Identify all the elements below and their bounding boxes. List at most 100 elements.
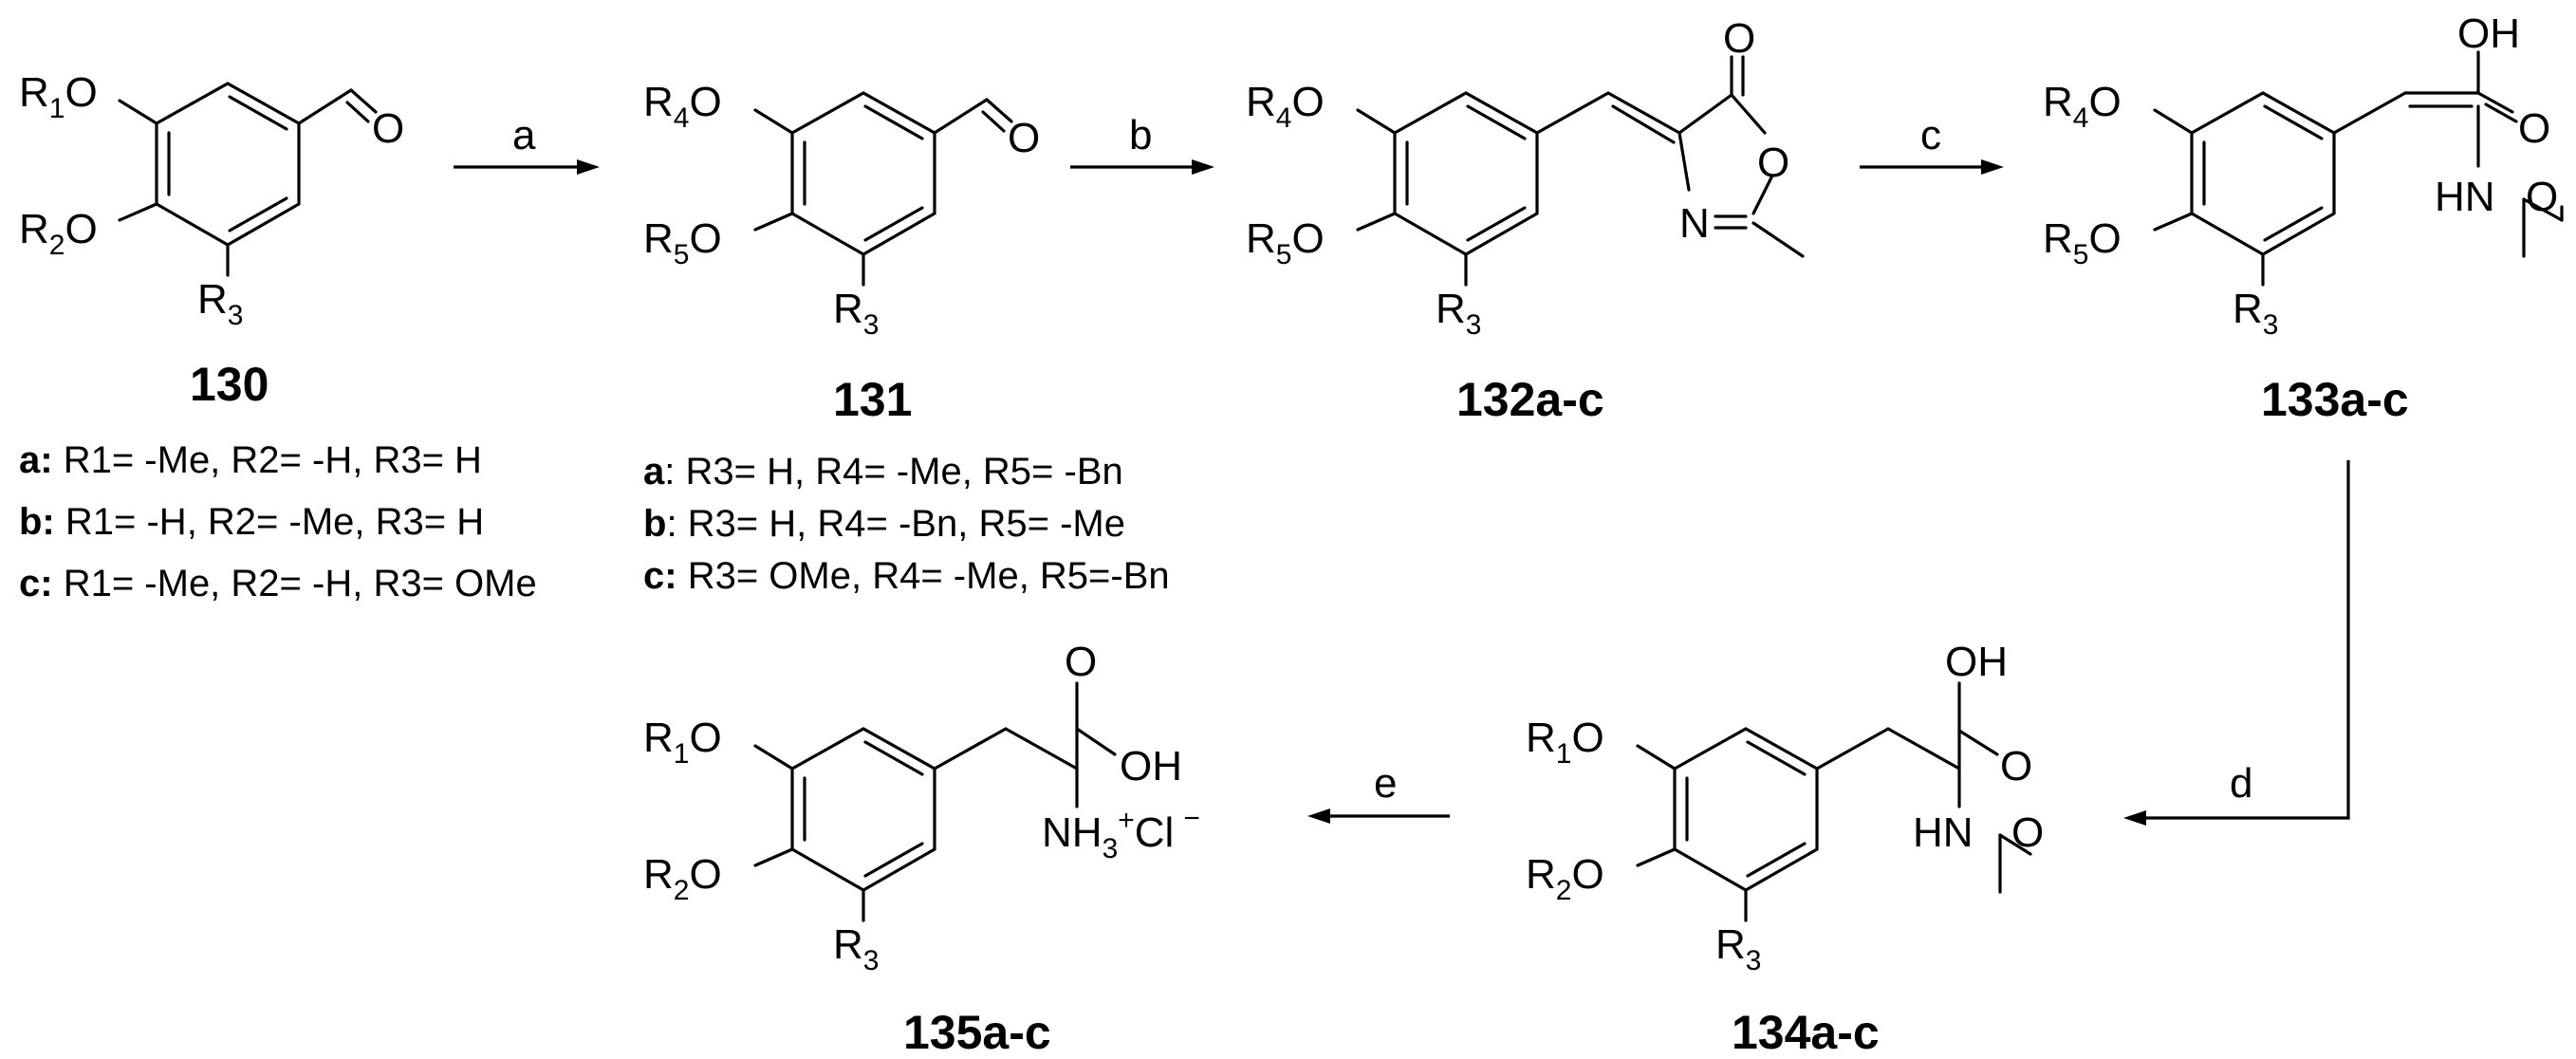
r3-label: R3: [2233, 286, 2278, 341]
r1-o-label: R1O: [643, 715, 722, 770]
ring-double-bond: [2263, 104, 2324, 140]
carbonyl-o-label: O: [1065, 639, 1097, 685]
o-bond: [118, 99, 158, 125]
compound-label-131: 131: [833, 373, 912, 426]
ch2-bond: [933, 727, 1008, 771]
oxazolone-bond: [1677, 93, 1733, 135]
compound-131-structure: R4O R5O R3 O: [643, 79, 1040, 341]
r1-o-label: R1O: [1526, 715, 1604, 770]
ring-double-bond: [863, 740, 924, 776]
acid-carbonyl: [2476, 91, 2514, 114]
reagent-d: d: [2230, 760, 2252, 807]
benzene-ring: [1673, 727, 1819, 892]
r4-o-label: R4O: [1246, 79, 1325, 134]
aldehyde-bond: [349, 88, 378, 114]
r5-o-label: R5O: [643, 215, 722, 270]
acid-carbonyl: [1957, 729, 1999, 756]
benzene-ring: [155, 82, 301, 247]
substituents-131: a: R3= H, R4= -Me, R5= -Bn b: R3= H, R4=…: [643, 451, 1170, 597]
compound-label-135: 135a-c: [903, 1006, 1051, 1059]
o-bond: [753, 212, 794, 232]
r3-label: R3: [833, 921, 879, 976]
sub-row: a: R3= H, R4= -Me, R5= -Bn: [643, 451, 1123, 492]
aldehyde-bond: [985, 98, 1013, 123]
r1-o-label: R1O: [19, 69, 98, 124]
oxazolone-bond: [1677, 131, 1691, 192]
ring-double-bond: [863, 104, 924, 140]
compound-134-structure: R1O R2O R3 OH O HN O: [1526, 639, 2044, 976]
sub-row: b: R1= -H, R2= -Me, R3= H: [19, 501, 484, 543]
aldehyde-bond: [297, 88, 353, 125]
o-bond: [118, 202, 158, 222]
r5-o-label: R5O: [1246, 215, 1325, 270]
reagent-b: b: [1129, 112, 1152, 158]
sub-row: c: R1= -Me, R2= -H, R3= OMe: [19, 563, 537, 604]
o-bond: [2153, 212, 2194, 232]
r3-label: R3: [1715, 921, 1761, 976]
acid-o-label: O: [2000, 743, 2032, 790]
benzene-ring: [2190, 91, 2336, 256]
ring-double-bond: [1466, 104, 1527, 140]
arrow-b: [1070, 159, 1214, 175]
oh-label: OH: [1120, 743, 1182, 790]
sub-row: a: R1= -Me, R2= -H, R3= H: [19, 439, 482, 481]
r3-label: R3: [833, 286, 879, 341]
o-bond: [1636, 847, 1677, 867]
compound-label-134: 134a-c: [1732, 1006, 1880, 1059]
acid-carbonyl: [2484, 102, 2518, 123]
hn-label: HN: [2435, 174, 2495, 220]
compound-130-structure: R1O R2O R3 O: [19, 69, 404, 331]
ring-double-bond: [1746, 740, 1807, 776]
compound-133-structure: R4O R5O R3 OH O HN O: [2043, 10, 2564, 341]
exocyclic-double-bond: [1611, 104, 1676, 144]
acid-o-label: O: [2518, 105, 2550, 152]
hn-label: HN: [1913, 809, 1974, 856]
methyl-bond: [1751, 221, 1805, 258]
r2-o-label: R2O: [643, 851, 722, 906]
vinyl-bond: [2332, 91, 2407, 135]
ring-double-bond: [228, 196, 288, 232]
exocyclic-bond: [1535, 91, 1610, 135]
r2-o-label: R2O: [1526, 851, 1604, 906]
r3-label: R3: [197, 276, 243, 331]
ch-bond: [1004, 727, 1079, 771]
compound-label-132: 132a-c: [1456, 373, 1604, 426]
r4-o-label: R4O: [643, 79, 722, 134]
ring-double-bond: [863, 206, 924, 242]
aldehyde-bond: [933, 98, 989, 135]
r2-o-label: R2O: [19, 206, 98, 261]
compound-label-133: 133a-c: [2261, 373, 2409, 426]
ring-double-bond: [863, 842, 924, 878]
aldehyde-o-label: O: [372, 105, 404, 152]
aldehyde-o-label: O: [1008, 115, 1040, 161]
o-bond: [1356, 212, 1397, 232]
reagent-a: a: [512, 112, 536, 158]
arrow-c: [1860, 159, 2004, 175]
aldehyde-double-bond: [345, 101, 370, 123]
compound-132-structure: R4O R5O R3 O O N: [1246, 15, 1805, 341]
amide-bond: [1998, 833, 2032, 856]
amide-o-label: O: [2011, 809, 2044, 856]
nh3-cl-label: NH3+Cl−: [1042, 803, 1200, 864]
ch-bond: [1886, 727, 1961, 771]
sub-row: b: R3= H, R4= -Bn, R5= -Me: [643, 503, 1125, 545]
substituents-130: a: R1= -Me, R2= -H, R3= H b: R1= -H, R2=…: [19, 439, 537, 604]
carbonyl-o-label: O: [1723, 15, 1755, 62]
ring-o-label: O: [1757, 139, 1789, 186]
o-bond: [753, 847, 794, 867]
reagent-c: c: [1920, 112, 1941, 158]
o-bond: [753, 108, 794, 135]
ch2-bond: [1815, 727, 1890, 771]
benzene-ring: [1393, 91, 1539, 256]
oh-label: OH: [2457, 10, 2520, 57]
o-bond: [2153, 108, 2194, 135]
arrow-a: [454, 159, 600, 175]
oxazolone-bond: [1751, 174, 1774, 215]
ring-double-bond: [228, 95, 288, 131]
oh-label: OH: [1945, 639, 2008, 685]
arrow-d: [2123, 460, 2350, 826]
aldehyde-double-bond: [981, 110, 1006, 133]
r4-o-label: R4O: [2043, 79, 2122, 134]
o-bond: [1636, 744, 1677, 771]
